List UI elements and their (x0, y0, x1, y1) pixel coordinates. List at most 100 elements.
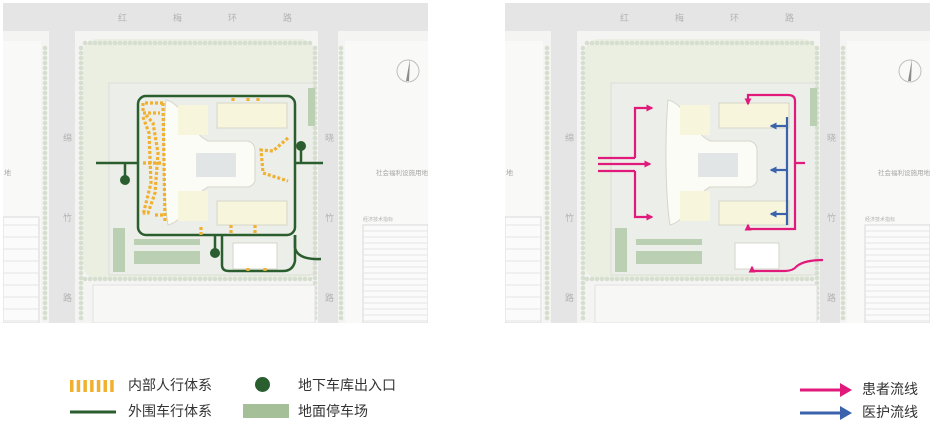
tree (589, 276, 595, 282)
road-name-right: 路 (827, 292, 836, 304)
tree (78, 100, 84, 106)
tree (840, 170, 846, 176)
road-name-left: 竹 (565, 212, 574, 224)
tree (714, 276, 720, 282)
tree (78, 305, 84, 311)
tree (699, 40, 705, 46)
legend-medical-label: 医护流线 (862, 405, 918, 421)
tree (338, 205, 344, 211)
tree (42, 120, 48, 126)
tree (338, 180, 344, 186)
tree (544, 170, 550, 176)
tree (282, 276, 288, 282)
tree (312, 50, 318, 56)
tree (152, 276, 158, 282)
tree (814, 220, 820, 226)
tree (580, 195, 586, 201)
tree (338, 300, 344, 306)
tree (544, 100, 550, 106)
building-podium (178, 191, 208, 221)
tree (814, 230, 820, 236)
tree (840, 55, 846, 61)
tree (814, 280, 820, 286)
tree (580, 70, 586, 76)
patient-flow-south (748, 258, 824, 273)
tree (112, 40, 118, 46)
tree (799, 40, 805, 46)
tree (78, 105, 84, 111)
tree (580, 150, 586, 156)
tree (107, 276, 113, 282)
tree (779, 276, 785, 282)
tree (580, 210, 586, 216)
tree (42, 105, 48, 111)
tree (78, 185, 84, 191)
tree (42, 140, 48, 146)
tree (814, 215, 820, 221)
tree (312, 195, 318, 201)
tree (338, 80, 344, 86)
tree (78, 250, 84, 256)
tree (544, 190, 550, 196)
tree (338, 110, 344, 116)
tree (78, 215, 84, 221)
tree (649, 40, 655, 46)
auxiliary-building (734, 242, 780, 270)
tree (544, 215, 550, 221)
tree (719, 40, 725, 46)
tree (312, 265, 318, 271)
tree (629, 276, 635, 282)
tree (338, 65, 344, 71)
tree (814, 155, 820, 161)
tree (544, 45, 550, 51)
tree (840, 135, 846, 141)
south-lot (594, 284, 818, 323)
surface-parking (636, 251, 702, 264)
tree (759, 276, 765, 282)
legend-dash (83, 380, 87, 392)
tree (92, 276, 98, 282)
tree (78, 190, 84, 196)
tree (840, 200, 846, 206)
tree (669, 276, 675, 282)
tree (312, 260, 318, 266)
tree (580, 225, 586, 231)
tree (544, 265, 550, 271)
tree (42, 240, 48, 246)
tree (654, 276, 660, 282)
tree (312, 280, 318, 286)
tree (814, 75, 820, 81)
tree (739, 276, 745, 282)
tree (624, 40, 630, 46)
tree (187, 40, 193, 46)
tree (840, 115, 846, 121)
vehicle-loop-south (220, 235, 297, 273)
tree (840, 125, 846, 131)
tree (78, 85, 84, 91)
tree (78, 275, 84, 281)
tree (42, 90, 48, 96)
panel-content: 红梅环路绵竹路晓竹路社会福利设施用地地经济技术指标 (505, 3, 931, 323)
tree (754, 276, 760, 282)
tree (814, 165, 820, 171)
tree (649, 276, 655, 282)
pedestrian-path (259, 136, 290, 183)
tree (78, 125, 84, 131)
tree (42, 220, 48, 226)
tree (794, 276, 800, 282)
tree (840, 100, 846, 106)
tree (580, 215, 586, 221)
tree (338, 175, 344, 181)
land-use-label: 社会福利设施用地 (878, 168, 931, 177)
tree (232, 40, 238, 46)
tree (544, 310, 550, 316)
tree (78, 245, 84, 251)
tree (644, 40, 650, 46)
tree (42, 75, 48, 81)
tree (42, 155, 48, 161)
tree (338, 145, 344, 151)
tree (594, 40, 600, 46)
tree (312, 150, 318, 156)
tree (312, 45, 318, 51)
tree (619, 276, 625, 282)
